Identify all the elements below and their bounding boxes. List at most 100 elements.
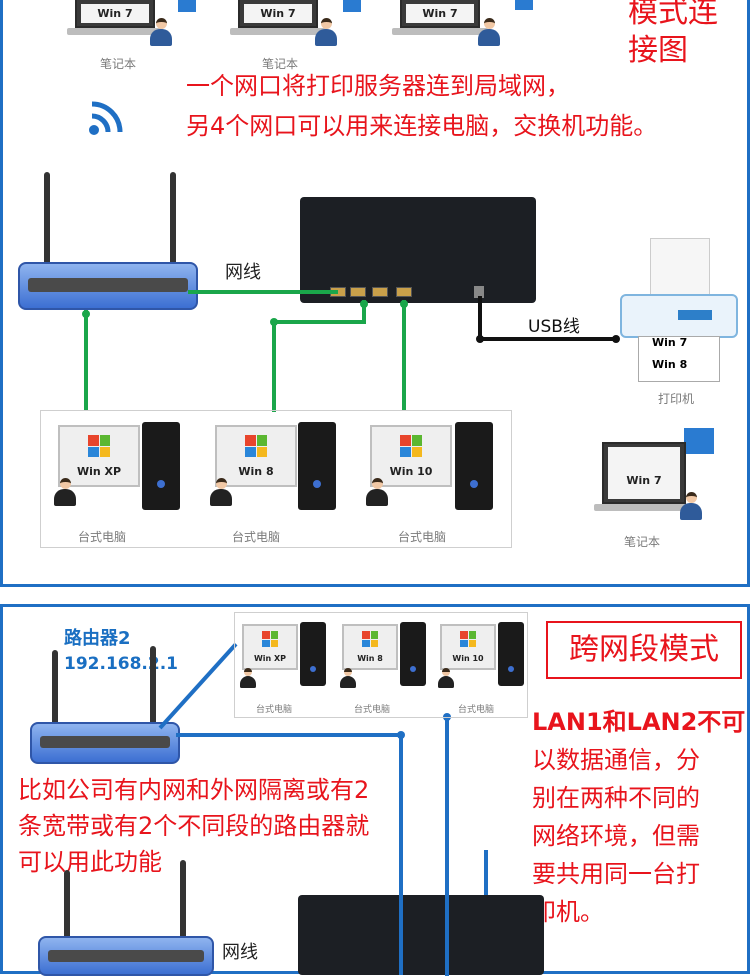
printer-line-2: Win 8 bbox=[652, 358, 688, 371]
os-label: Win 10 bbox=[389, 465, 433, 478]
monitor-win8: Win 8 bbox=[215, 425, 297, 487]
desktop-caption: 台式电脑 bbox=[256, 705, 293, 715]
laptop-3-screen-text: Win 7 bbox=[406, 4, 474, 23]
cable bbox=[84, 310, 88, 410]
description-line-1: 一个网口将打印服务器连到局域网， bbox=[186, 72, 570, 100]
user-icon bbox=[315, 18, 337, 46]
usb-label: USB线 bbox=[528, 317, 580, 337]
connector-dot bbox=[612, 335, 620, 343]
user-icon bbox=[240, 668, 256, 688]
pc-tower bbox=[300, 622, 326, 686]
desktop-caption: 台式电脑 bbox=[398, 530, 447, 544]
printer-icon: Win 7 Win 8 bbox=[620, 238, 740, 388]
laptop-2-screen-text: Win 7 bbox=[244, 4, 312, 23]
connector-dot bbox=[476, 335, 484, 343]
lan-port bbox=[372, 287, 388, 297]
connector-dot bbox=[270, 318, 278, 326]
antenna bbox=[180, 860, 186, 946]
desktop-caption: 台式电脑 bbox=[232, 530, 281, 544]
monitor-win10: Win 10 bbox=[370, 425, 452, 487]
pc-tower bbox=[455, 422, 493, 510]
antenna bbox=[44, 172, 50, 272]
monitor-win8: Win 8 bbox=[342, 624, 398, 670]
pc-tower bbox=[298, 422, 336, 510]
diagram-title-text: 模式连接图 bbox=[628, 0, 718, 68]
cable bbox=[445, 895, 449, 975]
user-icon bbox=[210, 478, 232, 506]
cable bbox=[272, 320, 366, 324]
note-line-6: 印机。 bbox=[532, 898, 604, 926]
connector-dot bbox=[82, 310, 90, 318]
desktop-caption: 台式电脑 bbox=[458, 705, 495, 715]
user-icon bbox=[478, 18, 500, 46]
cable bbox=[399, 895, 403, 975]
os-label: Win XP bbox=[253, 654, 287, 663]
wifi-icon bbox=[89, 101, 123, 135]
note-line-4: 网络环境，但需 bbox=[532, 822, 700, 850]
router-name: 路由器2 bbox=[64, 628, 131, 649]
cable bbox=[402, 300, 406, 410]
pc-tower bbox=[400, 622, 426, 686]
cable-router-to-group bbox=[158, 642, 238, 730]
router-2 bbox=[30, 722, 180, 764]
monitor-winxp: Win XP bbox=[242, 624, 298, 670]
user-icon bbox=[54, 478, 76, 506]
printer-caption: 打印机 bbox=[658, 392, 695, 406]
wifi-flag-icon bbox=[684, 428, 714, 454]
antenna bbox=[52, 650, 58, 730]
print-server bbox=[300, 197, 536, 303]
diagram-title: 模式连接图 bbox=[628, 0, 728, 70]
usage-line-2: 条宽带或有2个不同段的路由器就 bbox=[18, 812, 370, 840]
cable-label: 网线 bbox=[225, 262, 261, 283]
os-label: Win XP bbox=[76, 465, 122, 478]
desktop-group bbox=[234, 612, 528, 718]
usb-cable bbox=[478, 337, 618, 341]
router-ip: 192.168.2.1 bbox=[64, 654, 179, 674]
antenna bbox=[170, 172, 176, 272]
router-1 bbox=[18, 262, 198, 310]
connector-dot bbox=[360, 300, 368, 308]
wifi-flag-icon bbox=[178, 0, 196, 12]
cable bbox=[399, 733, 403, 973]
lan-port bbox=[350, 287, 366, 297]
note-line-1: LAN1和LAN2不可 bbox=[532, 708, 746, 736]
desktop-group bbox=[40, 410, 512, 548]
print-server bbox=[298, 895, 544, 975]
right-laptop-screen-text: Win 7 bbox=[608, 447, 680, 499]
laptop-1-screen-text: Win 7 bbox=[81, 4, 149, 23]
wifi-flag-icon bbox=[343, 0, 361, 12]
usage-line-3: 可以用此功能 bbox=[18, 848, 162, 876]
note-line-5: 要共用同一台打 bbox=[532, 860, 700, 888]
user-icon bbox=[340, 668, 356, 688]
description-line-2: 另4个网口可以用来连接电脑，交换机功能。 bbox=[186, 112, 658, 140]
printer-line-1: Win 7 bbox=[652, 336, 688, 349]
user-icon bbox=[366, 478, 388, 506]
monitor-winxp: Win XP bbox=[58, 425, 140, 487]
mode-title-text: 跨网段模式 bbox=[569, 632, 719, 667]
cable-router-to-server bbox=[188, 290, 338, 294]
user-icon bbox=[438, 668, 454, 688]
desktop-caption: 台式电脑 bbox=[78, 530, 127, 544]
antenna bbox=[64, 870, 70, 946]
note-line-3: 别在两种不同的 bbox=[532, 784, 700, 812]
os-label: Win 8 bbox=[238, 465, 274, 478]
lan-port bbox=[396, 287, 412, 297]
usb-port bbox=[474, 286, 484, 298]
usb-cable bbox=[478, 296, 482, 340]
os-label: Win 8 bbox=[357, 654, 383, 663]
cable bbox=[362, 300, 366, 322]
cable bbox=[272, 320, 276, 412]
connector-dot bbox=[400, 300, 408, 308]
cable bbox=[445, 716, 449, 976]
cable-label: 网线 bbox=[222, 942, 258, 963]
cable bbox=[176, 733, 402, 737]
usage-line-1: 比如公司有内网和外网隔离或有2 bbox=[18, 776, 370, 804]
mode-title: 跨网段模式 bbox=[546, 621, 742, 679]
router-3 bbox=[38, 936, 214, 976]
monitor-win10: Win 10 bbox=[440, 624, 496, 670]
user-icon bbox=[680, 492, 702, 520]
desktop-caption: 台式电脑 bbox=[354, 705, 391, 715]
right-laptop-caption: 笔记本 bbox=[624, 535, 661, 549]
wifi-flag-icon bbox=[515, 0, 533, 10]
laptop-1-caption: 笔记本 bbox=[100, 57, 137, 71]
